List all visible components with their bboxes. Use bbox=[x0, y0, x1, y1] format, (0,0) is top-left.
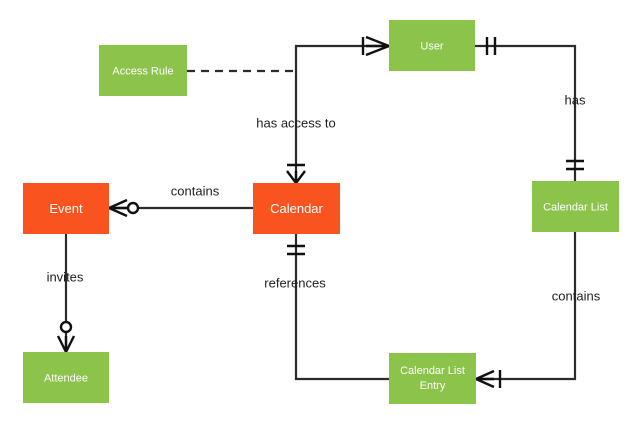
cardinality-event-right-zero-many bbox=[108, 198, 140, 218]
entity-calendar-list-entry-label-line1: Calendar List bbox=[400, 365, 465, 377]
entity-access-rule-label: Access Rule bbox=[112, 65, 173, 77]
cardinality-user-right-one bbox=[485, 37, 497, 55]
entity-event-label: Event bbox=[49, 201, 83, 216]
entity-calendar-label: Calendar bbox=[270, 201, 323, 216]
entity-calendar-list[interactable]: Calendar List bbox=[532, 181, 619, 232]
entity-attendee[interactable]: Attendee bbox=[23, 352, 109, 403]
entity-calendar-list-entry[interactable]: Calendar List Entry bbox=[389, 353, 476, 404]
entity-attendee-label: Attendee bbox=[44, 372, 88, 384]
entity-calendar-list-entry-rect[interactable] bbox=[389, 353, 476, 404]
entity-calendar-rect[interactable] bbox=[253, 183, 340, 234]
entity-user[interactable]: User bbox=[389, 20, 475, 71]
relationship-label-contains-entry: contains bbox=[552, 288, 601, 303]
entity-access-rule[interactable]: Access Rule bbox=[99, 45, 187, 96]
connector-line-contains-entry bbox=[476, 232, 577, 381]
relationship-labels: has access to contains invites has refer… bbox=[47, 92, 601, 303]
connector-line-has bbox=[475, 44, 577, 181]
relationship-label-has-access-to: has access to bbox=[256, 115, 336, 130]
entity-attendee-rect[interactable] bbox=[23, 352, 109, 403]
connector-line-references bbox=[294, 234, 389, 381]
cardinality-attendee-top-zero-many bbox=[56, 320, 76, 353]
entity-calendar-list-label: Calendar List bbox=[543, 201, 608, 213]
cardinality-entry-right-many bbox=[475, 369, 502, 389]
cardinality-calendar-top-many bbox=[286, 163, 306, 184]
entity-calendar[interactable]: Calendar bbox=[253, 183, 340, 234]
cardinality-calendar-list-top-one bbox=[566, 159, 584, 171]
connector-calendar-list-entry bbox=[476, 232, 577, 381]
connector-calendar-entry bbox=[294, 234, 389, 381]
relationship-label-has: has bbox=[565, 92, 586, 107]
entity-user-rect[interactable] bbox=[389, 20, 475, 71]
relationship-label-invites: invites bbox=[47, 269, 84, 284]
entity-event-rect[interactable] bbox=[23, 183, 109, 234]
cardinality-user-left-many bbox=[361, 35, 390, 57]
entity-access-rule-rect[interactable] bbox=[99, 45, 187, 96]
entity-event[interactable]: Event bbox=[23, 183, 109, 234]
relationship-label-contains-calendar: contains bbox=[171, 183, 220, 198]
cardinality-calendar-bottom-one bbox=[287, 244, 305, 256]
entity-user-label: User bbox=[420, 40, 444, 52]
relationship-label-references: references bbox=[264, 275, 326, 290]
connector-line-has-access-to bbox=[294, 44, 389, 183]
entity-calendar-list-entry-label-line2: Entry bbox=[420, 380, 446, 392]
entity-calendar-list-rect[interactable] bbox=[532, 181, 619, 232]
connector-user-calendar bbox=[294, 44, 389, 183]
connector-user-calendar-list bbox=[475, 44, 577, 181]
